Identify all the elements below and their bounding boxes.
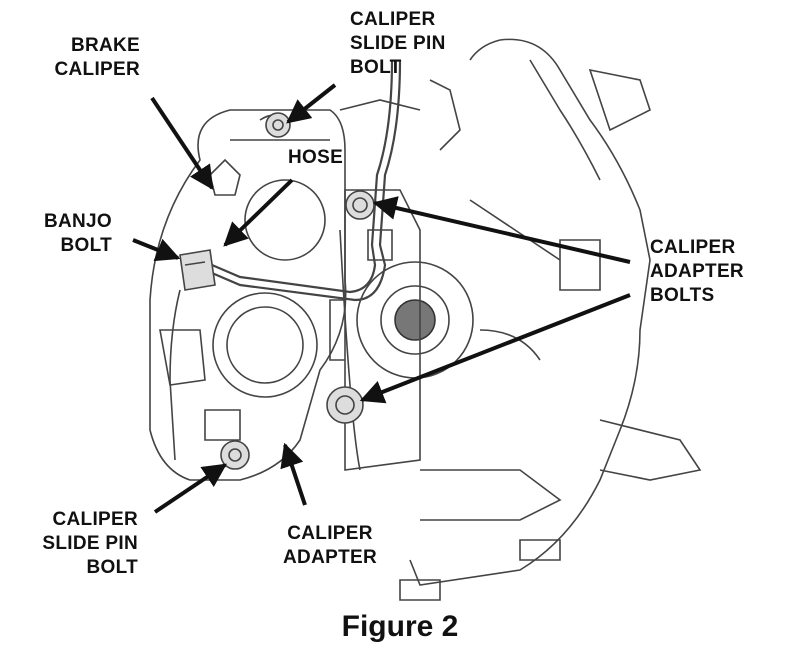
- label-caliper-slide-pin-bolt-bottom: CALIPER SLIDE PIN BOLT: [42, 509, 138, 578]
- arrow-slide-pin-bottom: [153, 463, 227, 514]
- label-caliper-adapter-bolts: CALIPER ADAPTER BOLTS: [650, 237, 744, 306]
- arrow-banjo-bolt: [132, 238, 181, 262]
- leader-arrows: [132, 83, 631, 514]
- label-hose: HOSE: [288, 147, 344, 168]
- arrow-adapter-bolt-upper: [372, 196, 631, 264]
- label-caliper-slide-pin-bolt-top: CALIPER SLIDE PIN BOLT: [350, 9, 446, 78]
- assembly-linework: [149, 38, 702, 601]
- arrow-adapter-bolt-lower: [359, 293, 631, 404]
- figure-caption: Figure 2: [341, 610, 459, 643]
- label-caliper-adapter: CALIPER ADAPTER: [283, 523, 377, 568]
- label-brake-caliper: BRAKE CALIPER: [54, 35, 140, 80]
- arrow-hose: [223, 178, 294, 247]
- arrow-caliper-adapter: [280, 442, 307, 506]
- label-banjo-bolt: BANJO BOLT: [43, 211, 112, 256]
- arrow-slide-pin-top: [286, 83, 337, 124]
- arrow-brake-caliper: [150, 96, 214, 190]
